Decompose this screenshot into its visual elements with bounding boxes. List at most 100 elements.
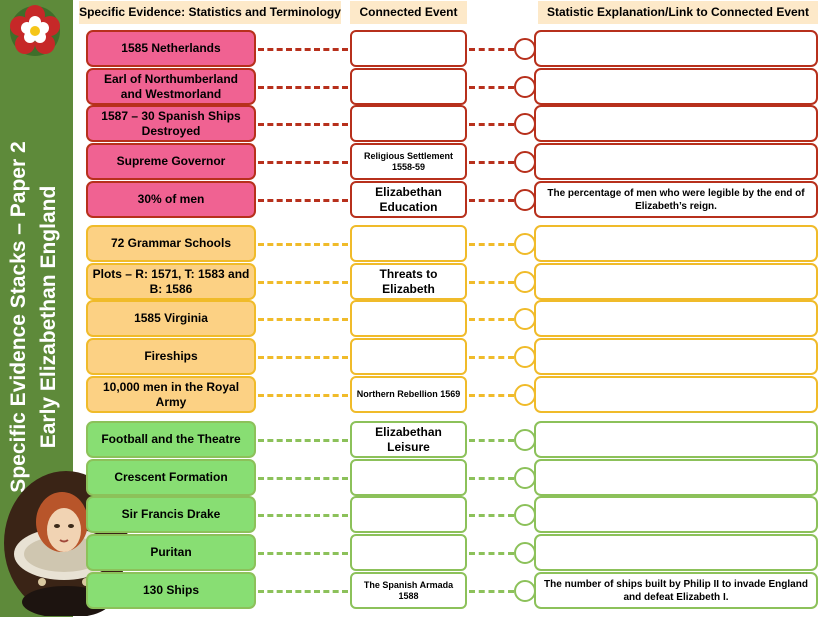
explanation-field[interactable] xyxy=(534,496,818,533)
evidence-text: Fireships xyxy=(144,349,198,363)
connected-event-field[interactable] xyxy=(350,105,467,142)
evidence-text: Sir Francis Drake xyxy=(121,507,221,521)
connected-event-field[interactable]: Northern Rebellion 1569 xyxy=(350,376,467,413)
explanation-field[interactable] xyxy=(534,105,818,142)
connector-circle xyxy=(514,383,536,406)
evidence-text: 72 Grammar Schools xyxy=(110,236,232,250)
connected-event-field[interactable] xyxy=(350,496,467,533)
dashed-connector xyxy=(469,160,514,164)
explanation-field[interactable] xyxy=(534,338,818,375)
evidence-text: 130 Ships xyxy=(142,583,200,597)
connected-event-text: Elizabethan Education xyxy=(375,184,442,214)
dashed-connector xyxy=(258,476,348,480)
evidence-text: Puritan xyxy=(150,545,192,559)
dashed-connector xyxy=(469,317,514,321)
connector-circle xyxy=(514,345,536,368)
dashed-connector xyxy=(258,160,348,164)
evidence-cell: Crescent Formation xyxy=(86,459,256,496)
connector-circle xyxy=(514,428,536,451)
dashed-connector xyxy=(258,355,348,359)
dashed-connector xyxy=(469,551,514,555)
dashed-connector xyxy=(469,513,514,517)
evidence-cell: 130 Ships xyxy=(86,572,256,609)
explanation-field[interactable] xyxy=(534,68,818,105)
dashed-connector xyxy=(469,393,514,397)
connector-circle xyxy=(514,37,536,60)
connector-circle xyxy=(514,466,536,489)
dashed-connector xyxy=(258,393,348,397)
tudor-rose-icon xyxy=(10,5,60,56)
connected-event-field[interactable] xyxy=(350,225,467,262)
dashed-connector xyxy=(258,317,348,321)
evidence-text: Football and the Theatre xyxy=(101,432,241,446)
connector-circle xyxy=(514,503,536,526)
connector-circle xyxy=(514,112,536,135)
connector-circle xyxy=(514,232,536,255)
connector-circle xyxy=(514,188,536,211)
connected-event-field[interactable]: Elizabethan Leisure xyxy=(350,421,467,458)
header-evidence: Specific Evidence: Statistics and Termin… xyxy=(79,1,341,24)
explanation-field[interactable]: The number of ships built by Philip II t… xyxy=(534,572,818,609)
connected-event-field[interactable] xyxy=(350,68,467,105)
dashed-connector xyxy=(258,551,348,555)
dashed-connector xyxy=(469,438,514,442)
connector-circle xyxy=(514,541,536,564)
dashed-connector xyxy=(469,280,514,284)
explanation-field[interactable] xyxy=(534,300,818,337)
evidence-cell: Football and the Theatre xyxy=(86,421,256,458)
evidence-cell: 72 Grammar Schools xyxy=(86,225,256,262)
dashed-connector xyxy=(258,242,348,246)
connector-circle xyxy=(514,150,536,173)
dashed-connector xyxy=(469,198,514,202)
connected-event-field[interactable] xyxy=(350,534,467,571)
evidence-text: 30% of men xyxy=(137,192,205,206)
explanation-field[interactable] xyxy=(534,225,818,262)
connected-event-field[interactable]: Threats to Elizabeth xyxy=(350,263,467,300)
connector-circle xyxy=(514,75,536,98)
evidence-cell: Plots – R: 1571, T: 1583 and B: 1586 xyxy=(86,263,256,300)
dashed-connector xyxy=(258,589,348,593)
dashed-connector xyxy=(469,242,514,246)
dashed-connector xyxy=(258,513,348,517)
header-explanation: Statistic Explanation/Link to Connected … xyxy=(538,1,818,24)
connected-event-text: The Spanish Armada 1588 xyxy=(363,579,454,601)
evidence-cell: 1585 Netherlands xyxy=(86,30,256,67)
connected-event-text: Northern Rebellion 1569 xyxy=(356,389,461,399)
evidence-cell: 30% of men xyxy=(86,181,256,218)
dashed-connector xyxy=(469,47,514,51)
explanation-field[interactable] xyxy=(534,534,818,571)
evidence-cell: Earl of Northumberland and Westmorland xyxy=(86,68,256,105)
connected-event-field[interactable] xyxy=(350,338,467,375)
dashed-connector xyxy=(258,85,348,89)
explanation-text: The percentage of men who were legible b… xyxy=(547,187,805,212)
connector-circle xyxy=(514,579,536,602)
explanation-field[interactable] xyxy=(534,421,818,458)
dashed-connector xyxy=(469,122,514,126)
evidence-cell: Supreme Governor xyxy=(86,143,256,180)
evidence-text: 1585 Virginia xyxy=(134,311,208,325)
dashed-connector xyxy=(469,476,514,480)
dashed-connector xyxy=(258,280,348,284)
evidence-text: 1585 Netherlands xyxy=(121,41,221,55)
explanation-field[interactable] xyxy=(534,143,818,180)
connected-event-field[interactable]: Elizabethan Education xyxy=(350,181,467,218)
dashed-connector xyxy=(258,438,348,442)
connected-event-text: Elizabethan Leisure xyxy=(375,424,442,454)
explanation-field[interactable] xyxy=(534,376,818,413)
evidence-cell: 10,000 men in the Royal Army xyxy=(86,376,256,413)
evidence-cell: Puritan xyxy=(86,534,256,571)
connected-event-field[interactable] xyxy=(350,30,467,67)
explanation-field[interactable] xyxy=(534,263,818,300)
explanation-field[interactable] xyxy=(534,30,818,67)
dashed-connector xyxy=(258,47,348,51)
evidence-cell: Sir Francis Drake xyxy=(86,496,256,533)
connected-event-field[interactable]: Religious Settlement 1558-59 xyxy=(350,143,467,180)
connected-event-field[interactable] xyxy=(350,300,467,337)
connected-event-text: Religious Settlement 1558-59 xyxy=(363,150,453,172)
connected-event-field[interactable]: The Spanish Armada 1588 xyxy=(350,572,467,609)
connected-event-field[interactable] xyxy=(350,459,467,496)
connector-circle xyxy=(514,307,536,330)
explanation-field[interactable]: The percentage of men who were legible b… xyxy=(534,181,818,218)
connected-event-text: Threats to Elizabeth xyxy=(379,266,438,296)
explanation-field[interactable] xyxy=(534,459,818,496)
